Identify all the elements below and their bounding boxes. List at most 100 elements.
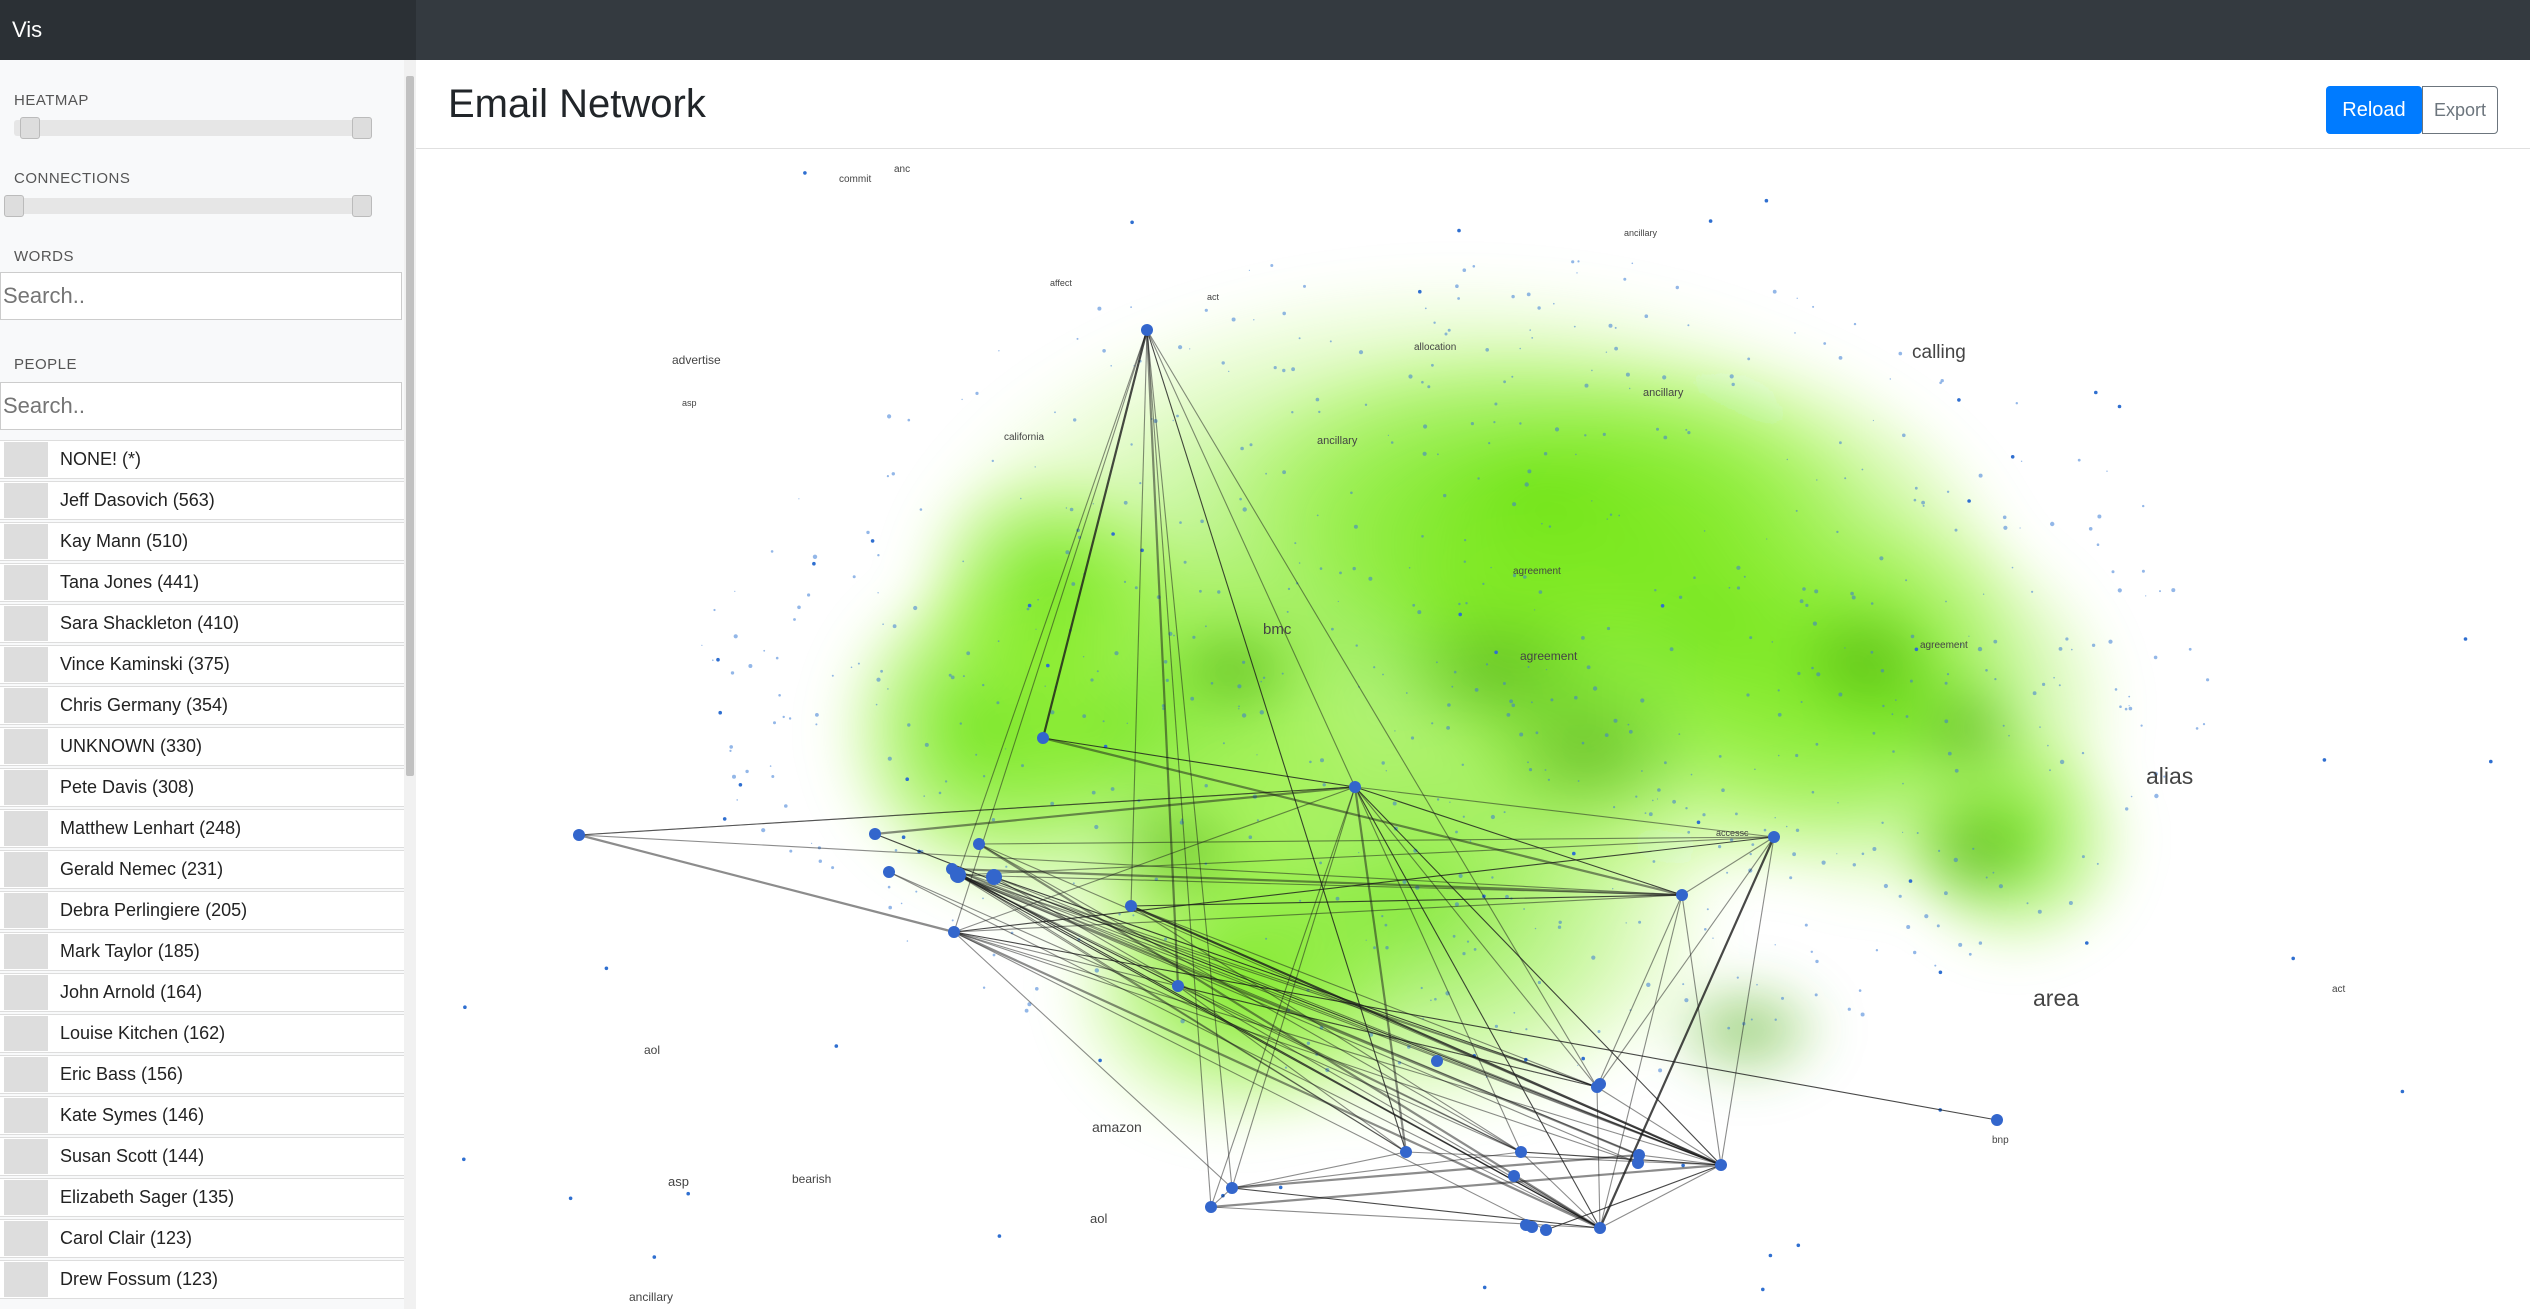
person-item[interactable]: Tana Jones (441) xyxy=(0,563,404,602)
scatter-point xyxy=(1844,647,1846,649)
connection-edge xyxy=(1599,1164,1722,1229)
scatter-point xyxy=(1861,468,1864,471)
people-search-input[interactable] xyxy=(0,382,402,430)
person-item[interactable]: Chris Germany (354) xyxy=(0,686,404,725)
scatter-point xyxy=(2195,727,2199,730)
person-item[interactable]: Mark Taylor (185) xyxy=(0,932,404,971)
person-color-swatch[interactable] xyxy=(4,975,48,1010)
person-item[interactable]: Elizabeth Sager (135) xyxy=(0,1178,404,1217)
words-search-input[interactable] xyxy=(0,272,402,320)
scatter-point xyxy=(998,350,1000,352)
person-node[interactable] xyxy=(1676,889,1688,901)
person-node[interactable] xyxy=(1515,1146,1527,1158)
sidebar-scrollbar-thumb[interactable] xyxy=(406,76,414,776)
words-label: WORDS xyxy=(14,248,74,265)
person-node[interactable] xyxy=(1141,324,1153,336)
heatmap-slider-min-handle[interactable] xyxy=(20,117,40,139)
person-node[interactable] xyxy=(1349,781,1361,793)
person-node[interactable] xyxy=(573,829,585,841)
person-node[interactable] xyxy=(869,828,881,840)
person-item[interactable]: Pete Davis (308) xyxy=(0,768,404,807)
person-color-swatch[interactable] xyxy=(4,893,48,928)
person-item[interactable]: Louise Kitchen (162) xyxy=(0,1014,404,1053)
person-item[interactable]: Matthew Lenhart (248) xyxy=(0,809,404,848)
person-node[interactable] xyxy=(1526,1221,1538,1233)
person-node[interactable] xyxy=(1632,1157,1644,1169)
scatter-point xyxy=(1096,670,1099,673)
reload-button[interactable]: Reload xyxy=(2326,86,2422,134)
person-node[interactable] xyxy=(1715,1159,1727,1171)
scatter-point xyxy=(1178,345,1183,350)
person-item[interactable]: Susan Scott (144) xyxy=(0,1137,404,1176)
person-color-swatch[interactable] xyxy=(4,1016,48,1051)
person-item[interactable]: Debra Perlingiere (205) xyxy=(0,891,404,930)
person-item[interactable]: Kate Symes (146) xyxy=(0,1096,404,1135)
person-item[interactable]: Kay Mann (510) xyxy=(0,522,404,561)
scatter-point xyxy=(886,475,889,478)
person-color-swatch[interactable] xyxy=(4,1139,48,1174)
person-color-swatch[interactable] xyxy=(4,770,48,805)
person-node[interactable] xyxy=(1125,900,1137,912)
heatmap-slider-max-handle[interactable] xyxy=(352,117,372,139)
person-color-swatch[interactable] xyxy=(4,1180,48,1215)
connection-edge xyxy=(957,874,1522,1153)
person-node[interactable] xyxy=(986,869,1002,885)
person-item[interactable]: Jeff Dasovich (563) xyxy=(0,481,404,520)
person-color-swatch[interactable] xyxy=(4,1057,48,1092)
person-item[interactable]: Drew Fossum (123) xyxy=(0,1260,404,1299)
person-color-swatch[interactable] xyxy=(4,1221,48,1256)
person-node[interactable] xyxy=(973,838,985,850)
scatter-point xyxy=(1044,685,1046,687)
person-item[interactable]: Sara Shackleton (410) xyxy=(0,604,404,643)
person-node[interactable] xyxy=(1768,831,1780,843)
person-node[interactable] xyxy=(1205,1201,1217,1213)
scatter-point xyxy=(1939,381,1942,385)
connections-slider[interactable] xyxy=(4,195,372,217)
person-color-swatch[interactable] xyxy=(4,729,48,764)
scatter-point xyxy=(2077,458,2081,462)
person-node[interactable] xyxy=(1540,1224,1552,1236)
person-item[interactable]: NONE! (*) xyxy=(0,440,404,479)
person-item[interactable]: Vince Kaminski (375) xyxy=(0,645,404,684)
person-node[interactable] xyxy=(1037,732,1049,744)
person-color-swatch[interactable] xyxy=(4,688,48,723)
connection-edge xyxy=(1146,329,1356,788)
scatter-point xyxy=(1792,852,1796,857)
person-node[interactable] xyxy=(1226,1182,1238,1194)
person-color-swatch[interactable] xyxy=(4,852,48,887)
person-node[interactable] xyxy=(1400,1146,1412,1158)
person-node[interactable] xyxy=(1172,980,1184,992)
scatter-point xyxy=(1204,784,1208,788)
network-visualization[interactable]: commitancaffectactancillaryallocationadv… xyxy=(416,150,2530,1309)
person-node[interactable] xyxy=(1594,1078,1606,1090)
person-color-swatch[interactable] xyxy=(4,934,48,969)
person-color-swatch[interactable] xyxy=(4,606,48,641)
person-item[interactable]: UNKNOWN (330) xyxy=(0,727,404,766)
person-item[interactable]: John Arnold (164) xyxy=(0,973,404,1012)
person-node[interactable] xyxy=(948,926,960,938)
person-color-swatch[interactable] xyxy=(4,565,48,600)
person-color-swatch[interactable] xyxy=(4,1262,48,1297)
connections-slider-min-handle[interactable] xyxy=(4,195,24,217)
person-node[interactable] xyxy=(1594,1222,1606,1234)
person-color-swatch[interactable] xyxy=(4,524,48,559)
person-color-swatch[interactable] xyxy=(4,442,48,477)
person-item[interactable]: Eric Bass (156) xyxy=(0,1055,404,1094)
person-item[interactable]: Gerald Nemec (231) xyxy=(0,850,404,889)
person-node[interactable] xyxy=(1508,1170,1520,1182)
person-name: Elizabeth Sager (135) xyxy=(60,1187,235,1207)
person-node[interactable] xyxy=(883,866,895,878)
heatmap-slider[interactable] xyxy=(14,117,372,139)
brand-logo[interactable]: Vis xyxy=(0,0,416,60)
person-node[interactable] xyxy=(950,867,966,883)
person-color-swatch[interactable] xyxy=(4,647,48,682)
person-node[interactable] xyxy=(1431,1055,1443,1067)
person-color-swatch[interactable] xyxy=(4,483,48,518)
person-node[interactable] xyxy=(1991,1114,2003,1126)
export-button[interactable]: Export xyxy=(2422,86,2498,134)
scatter-point xyxy=(1282,311,1286,316)
connections-slider-max-handle[interactable] xyxy=(352,195,372,217)
person-color-swatch[interactable] xyxy=(4,1098,48,1133)
person-color-swatch[interactable] xyxy=(4,811,48,846)
person-item[interactable]: Carol Clair (123) xyxy=(0,1219,404,1258)
